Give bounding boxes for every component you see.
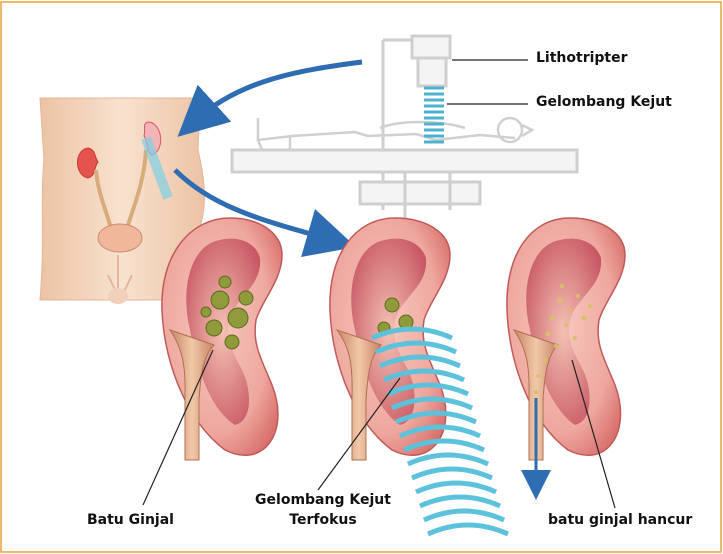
kidney-focused-wave [330,218,450,460]
shockwave-emitter-coil [424,88,444,142]
label-batu-ginjal: Batu Ginjal [87,512,174,528]
arrow-to-torso [196,62,362,120]
kidney-fragmented-stones [507,218,625,485]
label-gelombang-terfokus-1: Gelombang Kejut [248,492,398,508]
label-gelombang-kejut: Gelombang Kejut [536,94,672,110]
label-gelombang-terfokus-2: Terfokus [248,512,398,528]
label-batu-ginjal-hancur: batu ginjal hancur [548,512,692,528]
label-lithotripter: Lithotripter [536,50,628,66]
patient-outline [258,118,532,150]
